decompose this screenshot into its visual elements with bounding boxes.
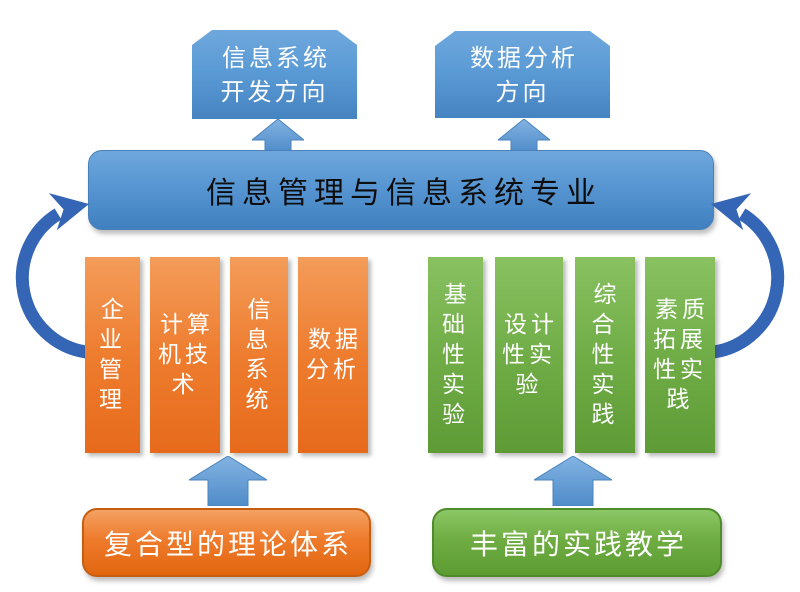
practice-footer-label: 丰富的实践教学 xyxy=(469,527,687,561)
direction-box-system-development: 信息系统 开发方向 xyxy=(192,30,357,119)
pillar-label: 素质 拓展 性实 践 xyxy=(653,297,709,413)
practice-pillar-comprehensive-practice: 综 合 性 实 践 xyxy=(575,257,635,453)
up-arrow-icon xyxy=(498,119,550,152)
pillar-label: 基 础 性 实 验 xyxy=(442,282,471,428)
theory-footer-label: 复合型的理论体系 xyxy=(103,527,352,561)
direction-box-data-analysis: 数据分析 方向 xyxy=(435,31,610,118)
theory-pillar-computer-technology: 计算 机技 术 xyxy=(150,257,220,453)
theory-pillar-information-system: 信 息 系 统 xyxy=(230,257,288,453)
pillar-label: 设计 性实 验 xyxy=(502,312,558,398)
direction-box-system-development-label: 信息系统 开发方向 xyxy=(220,43,330,106)
pillar-label: 信 息 系 统 xyxy=(245,297,275,413)
curved-arrow-left-head-icon xyxy=(48,193,89,231)
pillar-label: 企 业 管 理 xyxy=(99,297,128,413)
pillar-label: 数据 分析 xyxy=(306,327,362,383)
pillar-label: 综 合 性 实 践 xyxy=(591,282,621,428)
main-program-bar: 信息管理与信息系统专业 xyxy=(88,150,714,230)
practice-pillar-design-experiment: 设计 性实 验 xyxy=(495,257,563,453)
up-arrow-icon xyxy=(252,119,304,152)
practice-pillar-quality-development: 素质 拓展 性实 践 xyxy=(645,257,715,453)
practice-footer-box: 丰富的实践教学 xyxy=(432,508,722,577)
direction-box-data-analysis-label: 数据分析 方向 xyxy=(470,43,578,106)
theory-footer-box: 复合型的理论体系 xyxy=(82,508,371,577)
pillar-label: 计算 机技 术 xyxy=(158,312,214,398)
curved-arrow-left xyxy=(15,208,88,359)
practice-pillar-basic-experiment: 基 础 性 实 验 xyxy=(428,257,483,453)
main-program-title: 信息管理与信息系统专业 xyxy=(206,176,602,211)
curved-arrow-right xyxy=(712,208,785,359)
up-arrow-icon xyxy=(534,456,612,506)
theory-pillar-data-analysis: 数据 分析 xyxy=(298,257,368,453)
theory-pillar-enterprise-management: 企 业 管 理 xyxy=(85,257,140,453)
up-arrow-icon xyxy=(189,456,267,506)
